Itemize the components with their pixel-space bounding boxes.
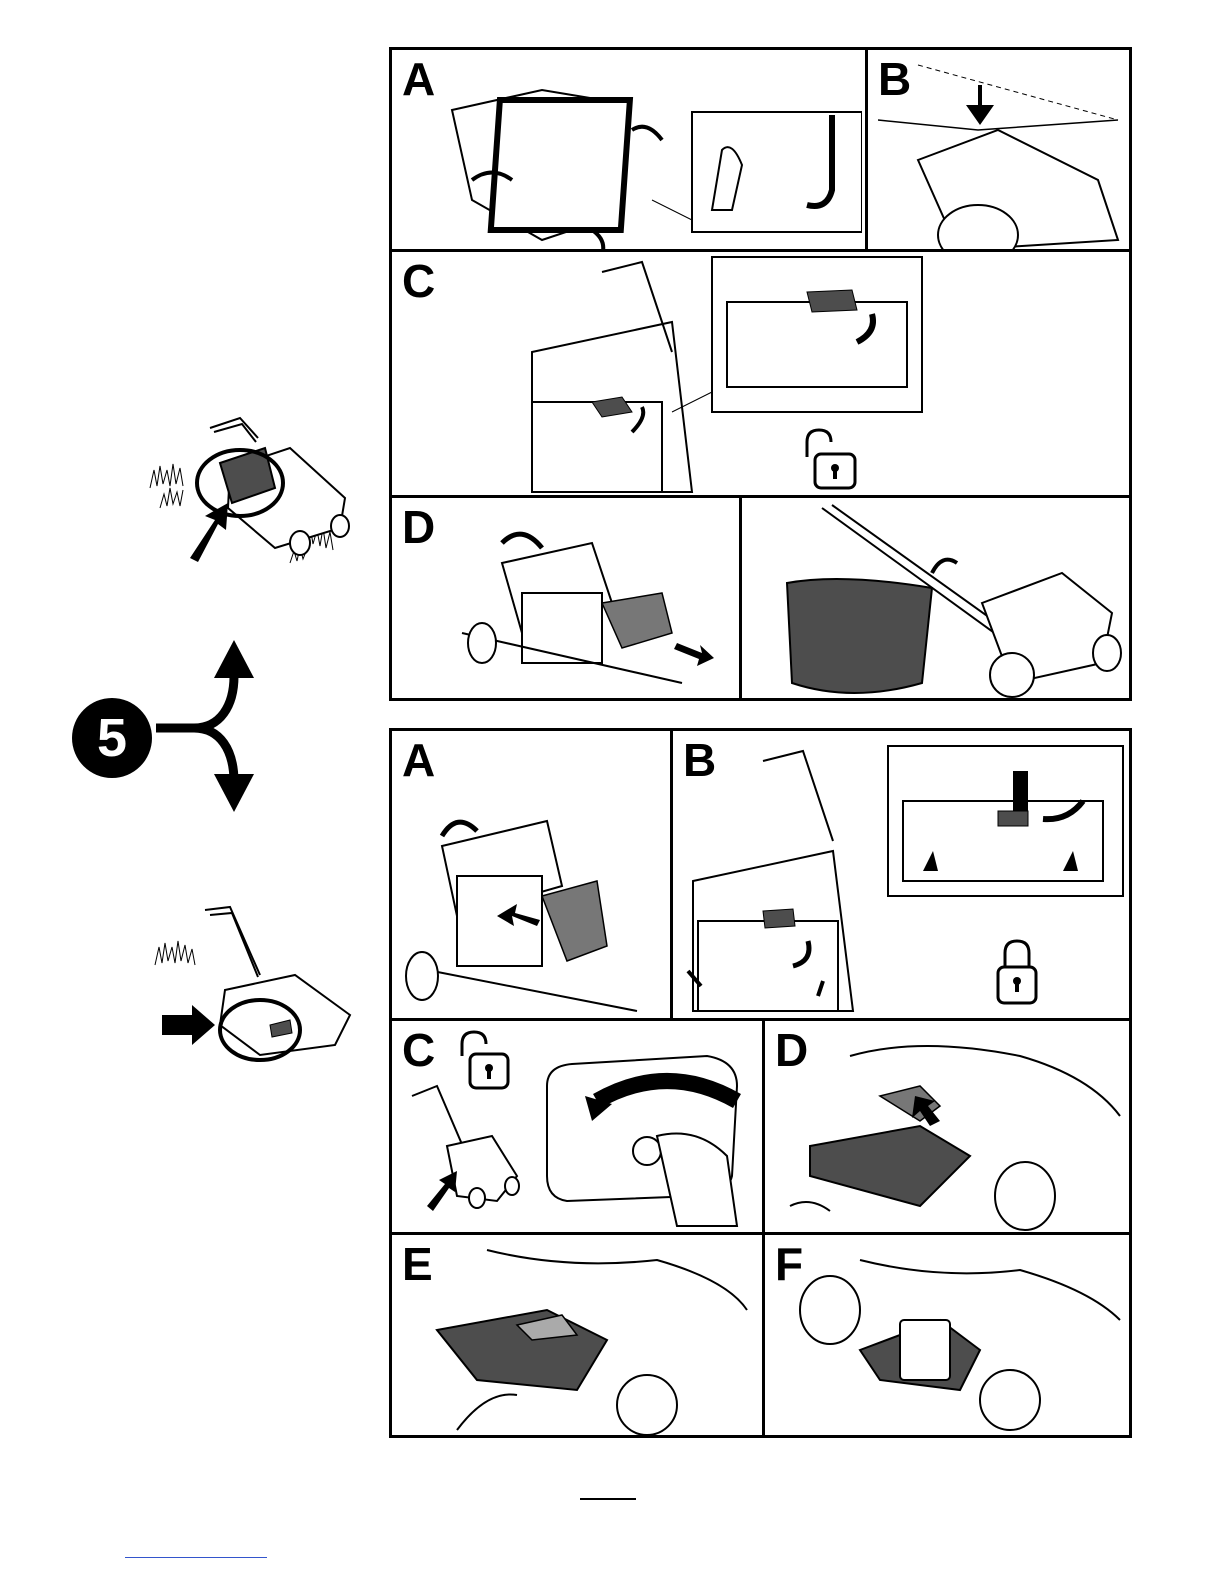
rear-door-lock-illustration (683, 741, 1128, 1019)
rear-door-open-illustration (522, 252, 1082, 498)
bottom-panel-d: D (765, 1021, 1129, 1235)
step-number-badge: 5 (72, 698, 152, 778)
bottom-panel-c: C (392, 1021, 765, 1235)
bottom-instruction-grid: A B (389, 728, 1132, 1438)
mulch-plug-insert-illustration (397, 776, 672, 1016)
footer-link-rule (125, 1557, 267, 1558)
discharge-door-unlock-illustration (397, 1026, 762, 1234)
overview-bagging-illustration (140, 408, 370, 578)
panel-label: C (402, 258, 435, 304)
panel-label: A (402, 56, 435, 102)
bag-attach-illustration (878, 60, 1128, 250)
top-panel-a: A (392, 50, 868, 252)
fork-arrows (150, 636, 260, 816)
mulch-plug-removal-illustration (452, 503, 742, 698)
top-panel-b: B (868, 50, 1129, 252)
bottom-panel-e: E (392, 1235, 765, 1435)
top-panel-d-left: D (392, 498, 742, 698)
step-number: 5 (97, 707, 127, 769)
bottom-panel-b: B (673, 731, 1129, 1021)
bag-frame-illustration (432, 70, 862, 250)
chute-installed-illustration (770, 1240, 1125, 1435)
chute-install-illustration (397, 1240, 762, 1435)
top-panel-c: C (392, 252, 1129, 498)
bottom-panel-a: A (392, 731, 673, 1021)
top-panel-d-right (742, 498, 1129, 698)
side-discharge-chute-illustration (770, 1026, 1125, 1234)
top-instruction-grid: A B C (389, 47, 1132, 701)
overview-mulching-illustration (150, 905, 370, 1065)
bag-install-illustration (782, 503, 1127, 698)
panel-label: D (402, 504, 435, 550)
page-footer-rule (580, 1498, 636, 1500)
bottom-panel-f: F (765, 1235, 1129, 1435)
